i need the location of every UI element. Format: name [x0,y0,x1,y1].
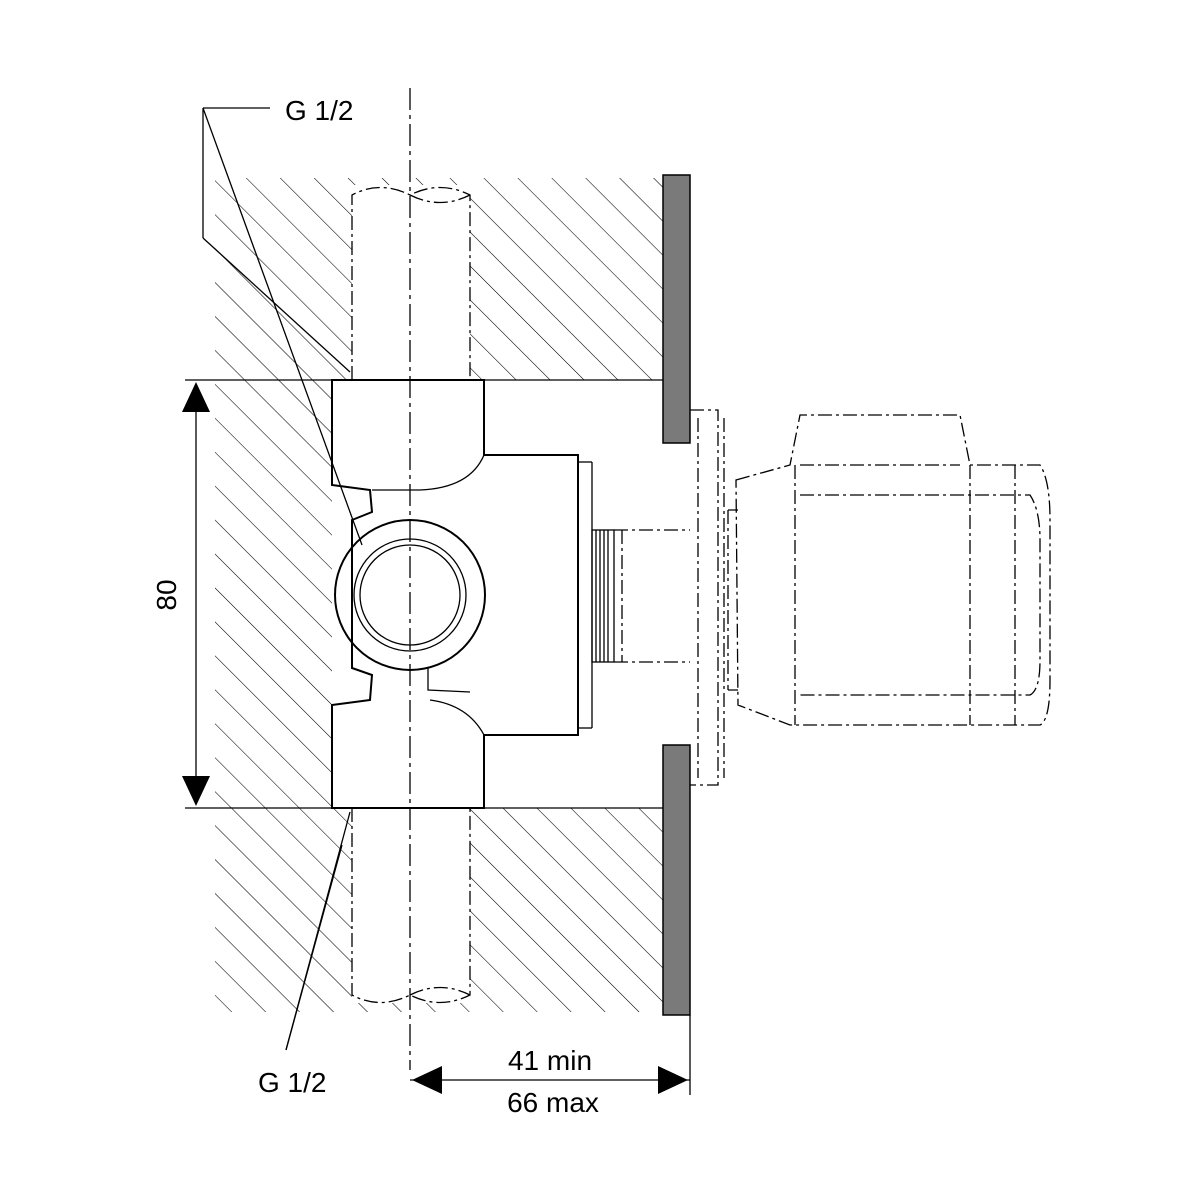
valve-body [331,379,593,809]
wall-plate-bottom [662,744,691,1016]
dimension-80 [182,382,210,806]
leader-bottom [285,811,351,1051]
depth-max-label: 66 max [507,1087,599,1118]
depth-min-label: 41 min [508,1045,592,1076]
pipe-top [351,186,471,380]
thread-top-label: G 1/2 [285,95,353,126]
leader-top [202,107,363,546]
wall-hatching [215,178,663,1012]
thread-bottom-label: G 1/2 [258,1067,326,1098]
pipe-bottom [351,808,471,1004]
dimension-depth [410,1015,691,1095]
handle-phantom [690,409,1051,786]
wall-plate-top [662,174,691,444]
spindle-thread [591,529,690,663]
height-dimension-label: 80 [151,579,182,610]
